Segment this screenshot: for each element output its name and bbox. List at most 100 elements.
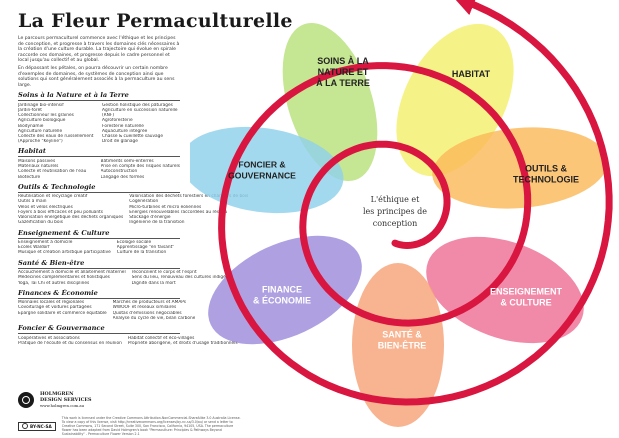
logo-text: HOLMGREN DESIGN SERVICES www.holmgren.co… <box>40 391 92 409</box>
section-list-item: Stockage d'énergie <box>129 215 171 221</box>
petal-label-foncier: GOUVERNANCE <box>228 170 296 180</box>
section-list-item: Pratique de l'écoute et du consensus en … <box>18 340 122 346</box>
section-list-item: Vélos et vélos électriques <box>18 204 73 210</box>
section-list-item: Culture de la transition <box>116 250 167 256</box>
center-label-line1: L'éthique et <box>371 195 420 204</box>
section-list-item: Coopératives et associations <box>18 335 80 341</box>
section-title: Santé & Bien-être <box>18 259 180 269</box>
section-list-item: Agriculture en succession naturelle <box>102 108 178 114</box>
section-list-item: Épargne solidaire et commerce équitable <box>18 310 107 316</box>
section-list-item: Agroforesterie <box>102 118 133 124</box>
page-title: La Fleur Permaculturelle <box>18 10 293 32</box>
section-list-item: Jardinage bio-intensif <box>18 102 64 108</box>
section-list-item: Biotecture <box>18 174 41 180</box>
section-title: Outils & Technologie <box>18 183 180 193</box>
petal-label-sante: BIEN-ÊTRE <box>378 340 427 351</box>
section-list-item: Analyse du cycle de vie, bilan carbone <box>112 315 196 321</box>
license-text: This work is licensed under the Creative… <box>61 416 241 436</box>
section-list-item: Matériaux naturels <box>18 164 59 170</box>
section-list-item: Collecte des eaux de ruissellement <box>18 134 94 140</box>
petal-label-nature: À LA TERRE <box>316 78 370 88</box>
petal-sante <box>352 263 444 427</box>
section-column-left: Accouchement à domicile et allaitement m… <box>18 270 126 286</box>
section-list-item: Yoga, Tai Chi et autres disciplines <box>18 280 90 286</box>
section-list-item: Valorisation des déchets forestiers en c… <box>129 194 249 200</box>
intro-paragraph: En dépassant les pétales, on pourra déco… <box>18 65 175 88</box>
logo-url: www.holmgren.com.au <box>40 403 85 408</box>
logo-line1: HOLMGREN <box>40 391 74 397</box>
section-list-item: Langage des formes <box>100 174 145 180</box>
publisher-logo: HOLMGREN DESIGN SERVICES www.holmgren.co… <box>18 391 92 409</box>
intro-text: Le parcours permaculturel commence avec … <box>18 36 180 88</box>
section-list-item: Collecte et réutilisation de l'eau <box>18 169 87 175</box>
petal-label-enseignement: & CULTURE <box>500 298 551 308</box>
section-list-item: Dignité dans la mort <box>131 280 176 286</box>
section-list-item: WWOOF et réseaux similaires <box>112 305 177 311</box>
section-list-item: Réutilisation et recyclage créatif <box>18 194 88 200</box>
section-list-item: Musique et création artistique participa… <box>18 250 111 256</box>
section-title: Soins à la Nature et à la Terre <box>18 91 180 102</box>
petal-label-sante: SANTÉ & <box>382 330 422 340</box>
petal-foncier <box>190 126 344 214</box>
section-list-item: Prise en compte des risques naturels <box>100 164 180 170</box>
section-list-item: Jardin-forêt <box>18 108 42 114</box>
section-list-item: Foresterie naturelle <box>102 123 144 129</box>
petal-label-outils: TECHNOLOGIE <box>513 175 579 185</box>
section-list-item: Accouchement à domicile et allaitement m… <box>18 270 126 276</box>
intro-paragraph: Le parcours permaculturel commence avec … <box>18 36 180 64</box>
section-list-item: Maisons passives <box>18 158 56 164</box>
section-column-right: Valorisation des déchets forestiers en c… <box>129 194 248 225</box>
petal-enseignement <box>426 236 584 344</box>
section-list-item: réconcilient le corps et l'esprit <box>131 270 197 276</box>
section-list-item: Énergies renouvelables raccordées au rés… <box>129 209 228 215</box>
section-list-item: Écoles Waldorf <box>18 245 50 251</box>
petal-label-enseignement: ENSEIGNEMENT <box>490 287 563 297</box>
section-list-item: Chasse & cueillette sauvage <box>102 134 164 140</box>
section-list-item: (Approche "Keyline") <box>18 139 63 145</box>
spiral-arrow <box>218 0 613 406</box>
spiral-path-group <box>218 0 613 406</box>
section-list-item: Enseignement à domicile <box>18 240 73 245</box>
section-list-item: Sens du lieu, renouveau des cultures ind… <box>131 275 234 281</box>
section-list-item: Cogénération <box>129 199 159 205</box>
center-label-line2: les principes de <box>363 207 427 216</box>
petal-label-finance: & ÉCONOMIE <box>253 296 311 306</box>
section-list-item: Gestion holistique des pâturages <box>102 102 173 108</box>
section-title: Foncier & Gouvernance <box>18 324 180 335</box>
holmgren-logo-icon <box>18 392 34 409</box>
section-list-item: Micro-turbines et micro éoliennes <box>129 204 202 210</box>
center-label-line3: conception <box>373 219 418 228</box>
license-footer: BY-NC-SA This work is licensed under the… <box>18 416 242 436</box>
petal-label-foncier: FONCIER & <box>238 160 285 170</box>
section-list-item: Autoconstruction <box>100 169 138 175</box>
section-title: Enseignement & Culture <box>18 229 180 239</box>
petal-label-habitat: HABITAT <box>452 69 491 79</box>
section-list-item: Médecines complémentaires et holistiques <box>18 275 110 281</box>
section-list-item: Valorisation énergétique des déchets org… <box>18 215 124 221</box>
section-list-item: Foyers à bois efficaces et peu polluants <box>18 209 103 215</box>
section-list-item: Agriculture naturelle <box>18 128 63 134</box>
petal-label-nature: SOINS À LA <box>317 56 369 66</box>
center-disc <box>365 184 425 244</box>
section-list-item: Covoiturage et voitures partagées <box>18 305 92 311</box>
section-list-item: Droit de glanage <box>102 139 138 145</box>
petal-label-outils: OUTILS & <box>525 164 567 174</box>
section-list-item: Habitat collectif et éco-villages <box>127 335 195 341</box>
section-title: Finances & Économie <box>18 289 180 299</box>
